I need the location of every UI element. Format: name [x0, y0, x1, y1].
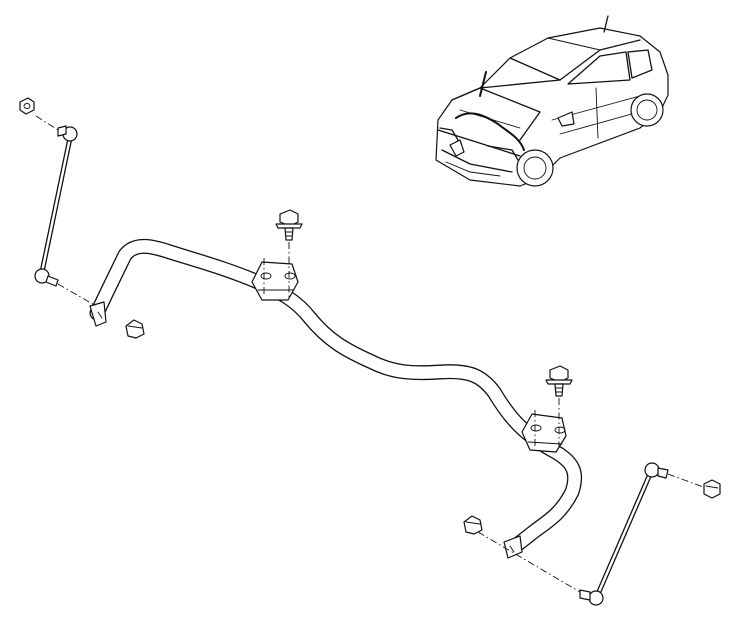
left-bushing-clamp — [251, 261, 299, 301]
left-drop-link — [34, 115, 97, 307]
stabilizer-bar — [89, 238, 583, 559]
vehicle-illustration — [435, 15, 669, 187]
right-bushing-clamp — [521, 413, 567, 453]
left-clamp-bolt — [263, 209, 303, 300]
left-link-lower-nut — [125, 319, 145, 339]
right-link-upper-nut — [703, 479, 721, 499]
right-clamp-bolt — [534, 365, 573, 448]
left-link-upper-nut — [19, 97, 35, 115]
right-link-lower-nut — [463, 515, 483, 535]
right-drop-link — [477, 462, 707, 606]
